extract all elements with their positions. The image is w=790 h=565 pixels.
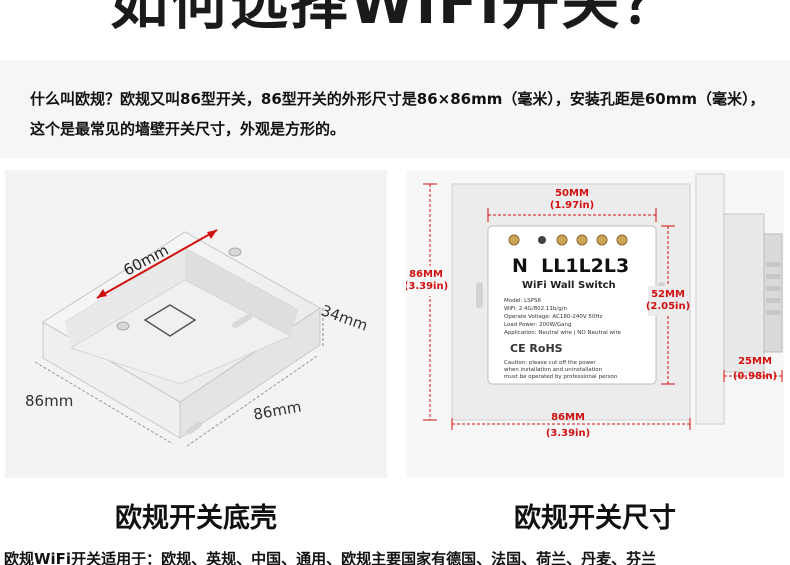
terminal-screws <box>508 234 628 246</box>
caution-line: Caution: please cut off the power <box>504 360 596 366</box>
dim-label-86mm-front: 86mm <box>252 398 303 424</box>
screw-post-left <box>116 321 130 331</box>
intro-band <box>0 60 790 158</box>
switch-dimension-panel: N LL1L2L3 WiFi Wall Switch Model: LSPS6 … <box>404 170 784 478</box>
switch-side-plate <box>695 173 725 425</box>
dim-depth-mm: 25MM <box>738 356 772 367</box>
dim-right-mm: 52MM <box>651 289 685 300</box>
box-inner-floor <box>69 279 293 385</box>
cert-marks: CE RoHS <box>510 342 563 355</box>
label-line: Application: Neutral wire | NO Neutral w… <box>504 330 622 336</box>
switch-side-module <box>723 213 765 373</box>
terminal-labels: N LL1L2L3 <box>512 255 629 277</box>
box-inner-wall-right <box>185 248 298 336</box>
switch-dimension-caption: 欧规开关尺寸 <box>514 503 676 534</box>
label-line: Model: LSPS6 <box>504 298 541 304</box>
dim-right-in: (2.05in) <box>646 301 690 312</box>
back-box-panel: 60mm 34mm 86mm 86mm <box>5 170 387 478</box>
back-box-illustration: 60mm 34mm 86mm 86mm <box>25 229 371 447</box>
dim-label-34mm: 34mm <box>319 301 371 334</box>
box-slot <box>232 314 252 328</box>
dim-bottom-mm: 86MM <box>551 412 585 423</box>
dim-top-in: (1.97in) <box>550 200 594 211</box>
intro-text: 什么叫欧规？欧规又叫86型开关，86型开关的外形尺寸是86×86mm（毫米），安… <box>30 90 765 138</box>
dim-bottom-in: (3.39in) <box>546 428 590 439</box>
dim-label-86mm-left: 86mm <box>25 392 73 410</box>
product-name: WiFi Wall Switch <box>522 280 616 291</box>
label-line: WiFi: 2.4G/802.11b/g/n <box>504 306 568 312</box>
page-title: 如何选择WiFi开关？ <box>110 0 682 37</box>
label-line: Operate Voltage: AC180-240V 50Hz <box>504 314 602 320</box>
back-box-caption: 欧规开关底壳 <box>115 503 277 534</box>
dim-left-mm: 86MM <box>409 269 443 280</box>
footer-text: 欧规WiFi开关适用于：欧规、英规、中国、通用、欧规主要国家有德国、法国、荷兰、… <box>4 550 657 565</box>
box-knockout <box>143 304 197 337</box>
caution-line: when installation and uninstallation <box>504 367 603 373</box>
dim-left-in: (3.39in) <box>406 281 448 292</box>
caution-line: must be operated by professional person <box>504 374 618 380</box>
label-line: Load Power: 200W/Gang <box>504 322 571 328</box>
dim-depth-in: (0.98in) <box>733 371 777 382</box>
dim-top-mm: 50MM <box>555 188 589 199</box>
box-inner-wall-left <box>65 248 185 348</box>
box-slot <box>186 421 202 435</box>
switch-dimension-illustration: N LL1L2L3 WiFi Wall Switch Model: LSPS6 … <box>404 173 783 439</box>
screw-post-right <box>228 247 242 257</box>
dim-arrow-60mm <box>96 229 218 299</box>
